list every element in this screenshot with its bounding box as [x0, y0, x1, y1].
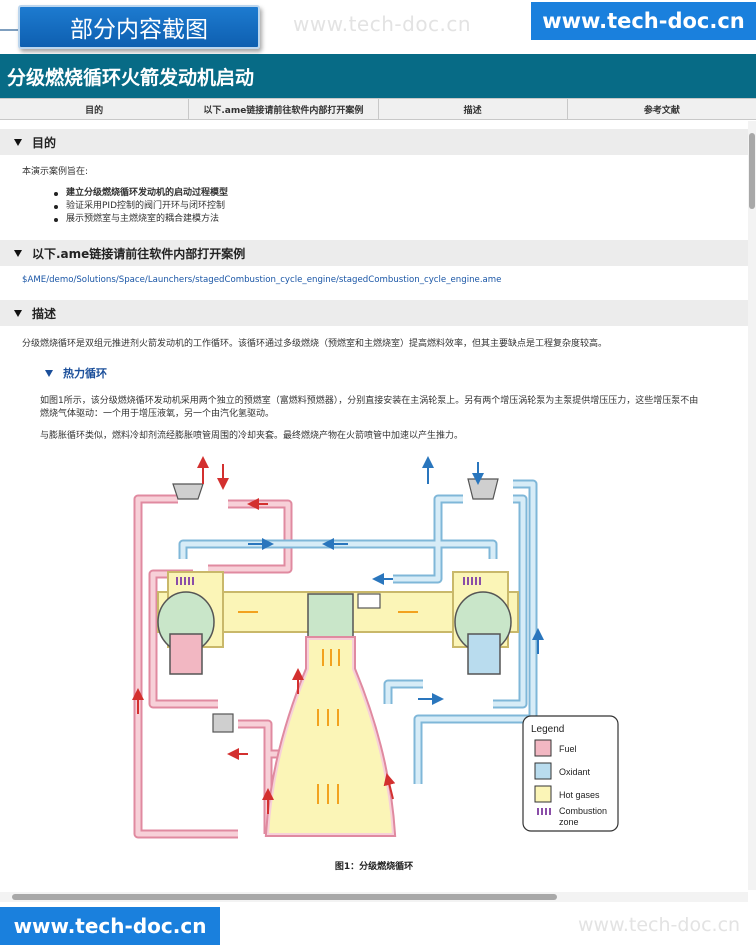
section-header-description[interactable]: 描述 [0, 300, 748, 326]
list-item: 建立分级燃烧循环发动机的启动过程模型 [52, 187, 228, 200]
horizontal-scroll-thumb[interactable] [12, 894, 557, 900]
site-url-top[interactable]: www.tech-doc.cn [531, 2, 756, 40]
collapse-triangle-icon[interactable] [14, 309, 22, 317]
staged-combustion-diagram: Legend Fuel Oxidant Hot gases Combustion… [132, 456, 619, 839]
legend-label-combustion: Combustion [559, 806, 607, 816]
collapse-triangle-icon[interactable] [14, 138, 22, 146]
section-title: 描述 [32, 306, 57, 321]
thermo-para-1-line-2: 燃烧气体驱动：一个用于增压液氧，另一个由汽化氢驱动。 [40, 409, 275, 419]
list-item: 展示预燃室与主燃烧室的耦合建模方法 [52, 213, 228, 226]
collapse-triangle-icon[interactable] [14, 249, 22, 257]
purpose-intro: 本演示案例旨在: [22, 167, 89, 177]
page-title: 分级燃烧循环火箭发动机启动 [0, 54, 756, 98]
content-area: 目的 本演示案例旨在: 建立分级燃烧循环发动机的启动过程模型 验证采用PID控制… [0, 121, 748, 901]
tab-references[interactable]: 参考文献 [643, 105, 680, 116]
section-header-purpose[interactable]: 目的 [0, 129, 748, 155]
section-title: 以下.ame链接请前往软件内部打开案例 [32, 246, 246, 261]
watermark-top: www.tech-doc.cn [293, 12, 472, 36]
tab-purpose[interactable]: 目的 [0, 99, 190, 119]
legend-label-fuel: Fuel [559, 744, 577, 754]
figure-caption: 图1：分级燃烧循环 [334, 862, 414, 872]
top-overlay: 部分内容截图 www.tech-doc.cn www.tech-doc.cn [0, 0, 756, 54]
tab-description[interactable]: 描述 [379, 99, 568, 119]
flow-arrows-red [132, 456, 396, 814]
vertical-scroll-thumb[interactable] [749, 133, 755, 209]
legend-label-oxidant: Oxidant [559, 767, 591, 777]
injector-valve-icon [357, 593, 381, 609]
main-combustion-chamber [307, 593, 354, 640]
fuel-valve-icon [172, 483, 204, 500]
screenshot-badge: 部分内容截图 [18, 5, 260, 49]
legend-title: Legend [531, 724, 564, 735]
ame-file-link[interactable]: $AME/demo/Solutions/Space/Launchers/stag… [22, 275, 502, 285]
legend-label-zone: zone [559, 817, 579, 827]
site-url-bottom[interactable]: www.tech-doc.cn [0, 907, 220, 945]
legend-label-hot-gases: Hot gases [559, 790, 600, 800]
flow-arrows-blue [248, 456, 544, 705]
section-title: 目的 [32, 135, 57, 150]
subsection-title: 热力循环 [63, 367, 107, 380]
thermo-para-1-line-1: 如图1所示，该分级燃烧循环发动机采用两个独立的预燃室（富燃料预燃器），分别直接安… [40, 396, 699, 406]
vertical-scrollbar[interactable] [748, 121, 756, 890]
collapse-triangle-icon[interactable] [45, 369, 53, 377]
diagram-legend: Legend Fuel Oxidant Hot gases Combustion… [522, 715, 619, 832]
control-valve-icon [212, 713, 234, 733]
tab-ame-link[interactable]: 以下.ame链接请前往软件内部打开案例 [189, 99, 379, 119]
legend-swatch-hot-gases [534, 785, 552, 803]
section-header-link[interactable]: 以下.ame链接请前往软件内部打开案例 [0, 240, 748, 266]
legend-swatch-combustion-zone [537, 808, 551, 815]
description-intro: 分级燃烧循环是双组元推进剂火箭发动机的工作循环。该循环通过多级燃烧（预燃室和主燃… [22, 339, 608, 349]
legend-swatch-fuel [534, 739, 552, 757]
thermo-para-2: 与膨胀循环类似，燃料冷却剂流经膨胀喷管周围的冷却夹套。最终燃烧产物在火箭喷管中加… [40, 431, 464, 441]
pin-line [0, 29, 28, 31]
list-item: 验证采用PID控制的阀门开环与闭环控制 [52, 200, 228, 213]
purpose-list: 建立分级燃烧循环发动机的启动过程模型 验证采用PID控制的阀门开环与闭环控制 展… [52, 187, 228, 226]
oxidant-valve-icon [467, 478, 499, 500]
legend-swatch-oxidant [534, 762, 552, 780]
horizontal-scrollbar[interactable] [0, 892, 748, 902]
flow-arrows-orange [238, 611, 418, 804]
subsection-header-thermo[interactable]: 热力循环 [45, 365, 107, 381]
nav-tabs: 目的 以下.ame链接请前往软件内部打开案例 描述 参考文献 [0, 98, 756, 120]
watermark-bottom: www.tech-doc.cn [578, 914, 741, 936]
